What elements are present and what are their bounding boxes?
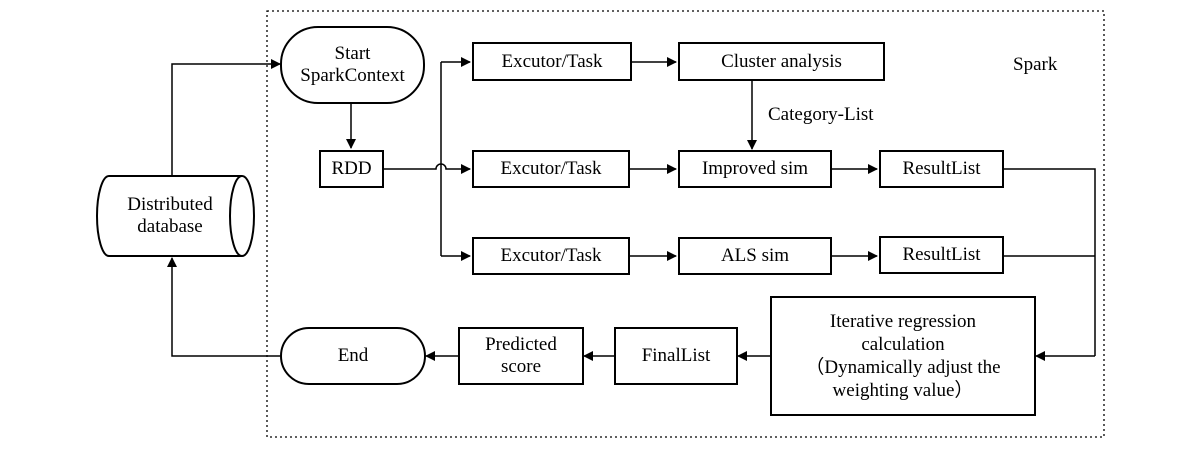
line-result-mid-to-merge	[1004, 168, 1096, 356]
database-cylinder-shape	[96, 175, 255, 257]
node-executor-bot: Excutor/Task	[472, 237, 630, 275]
node-rdd: RDD	[319, 150, 384, 188]
line-rdd-to-fork	[384, 163, 471, 174]
node-finallist: FinalList	[614, 327, 738, 385]
node-cluster-analysis: Cluster analysis	[678, 42, 885, 81]
node-executor-top: Excutor/Task	[472, 42, 632, 81]
node-predicted-score: Predicted score	[458, 327, 584, 385]
node-iterative-regression: Iterative regression calculation （Dynami…	[770, 296, 1036, 416]
node-resultlist-bot: ResultList	[879, 236, 1004, 274]
spark-region-border	[266, 10, 1105, 438]
arrow-database-to-start	[171, 59, 281, 176]
node-distributed-database: Distributed database	[127, 194, 213, 237]
node-improved-sim: Improved sim	[678, 150, 832, 188]
edge-label-category-list: Category-List	[768, 104, 874, 125]
node-resultlist-mid: ResultList	[879, 150, 1004, 188]
arrow-end-to-database	[167, 257, 280, 357]
spark-region-label: Spark	[1013, 54, 1058, 75]
node-start-sparkcontext: Start SparkContext	[280, 26, 425, 104]
node-executor-mid: Excutor/Task	[472, 150, 630, 188]
node-als-sim: ALS sim	[678, 237, 832, 275]
node-end: End	[280, 327, 426, 385]
